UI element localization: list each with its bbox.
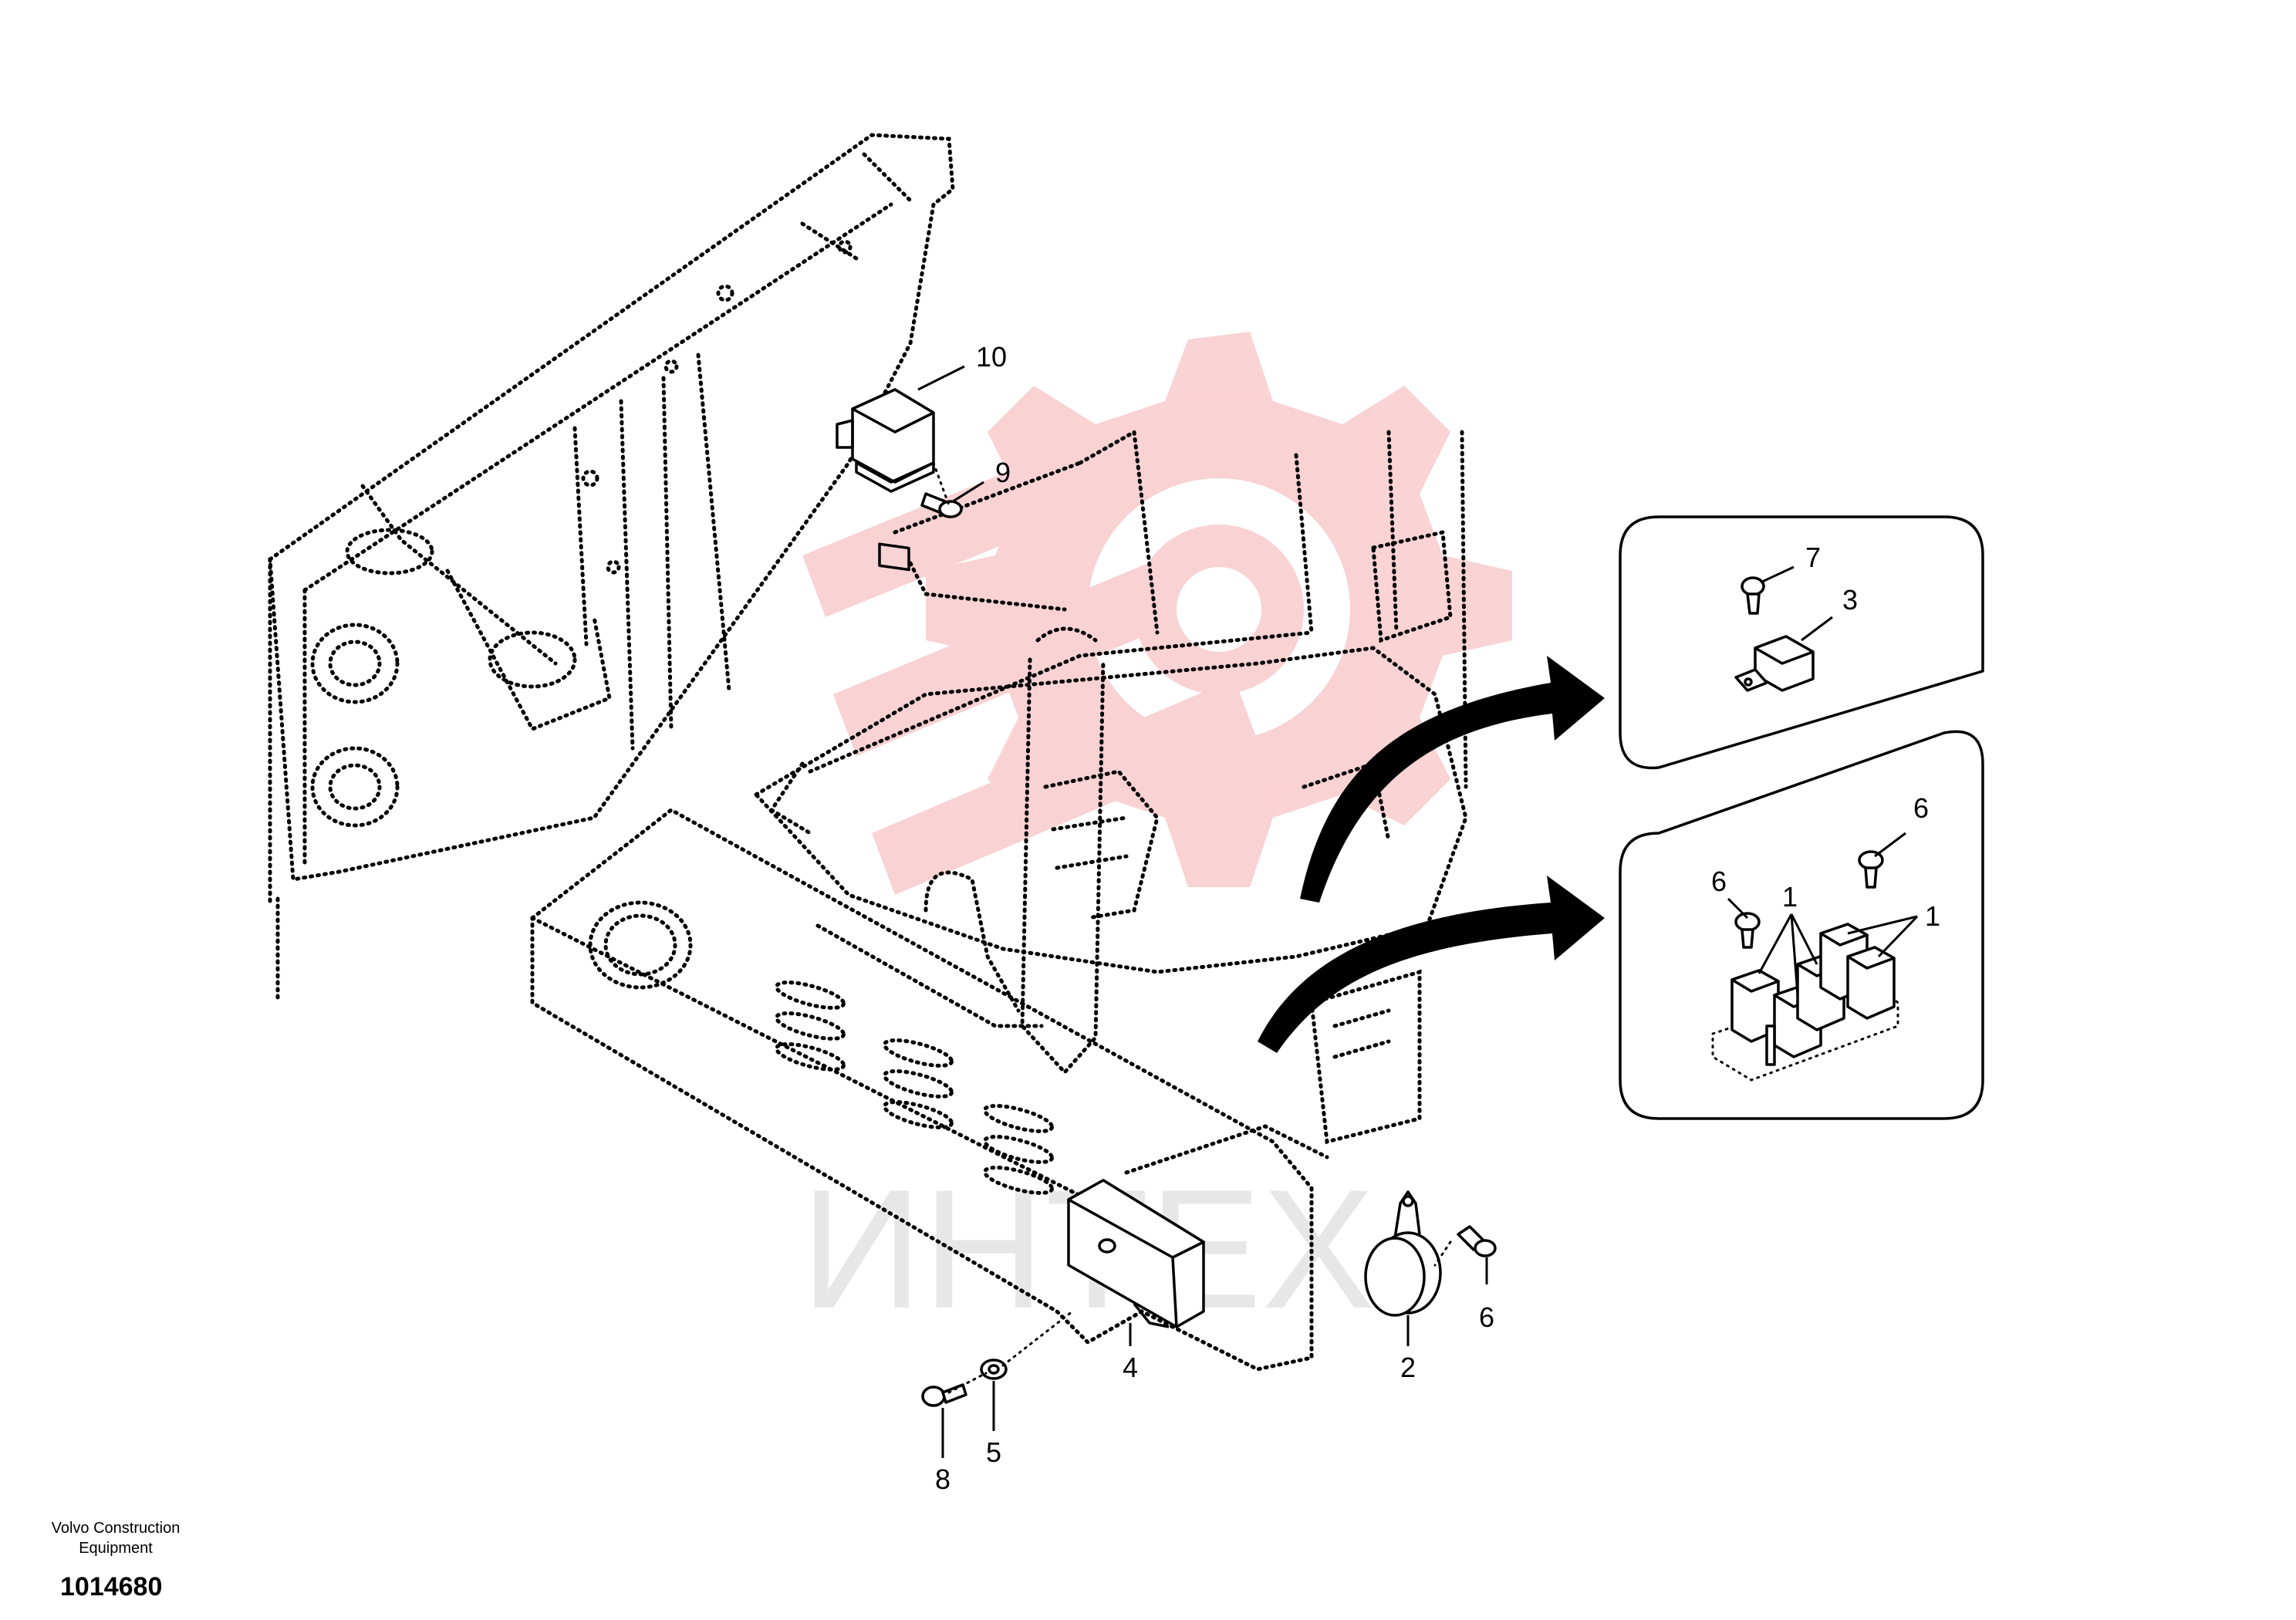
callout-2: 2 [1400,1352,1416,1383]
relay-block [1730,923,1896,1066]
callout-7: 7 [1805,542,1821,573]
company-name-line1: Volvo Construction [51,1520,181,1537]
control-unit-part-4 [1067,1179,1205,1328]
callout-3: 3 [1842,584,1858,616]
callout-10: 10 [976,341,1007,373]
callout-8: 8 [935,1463,950,1495]
footer-block: Volvo Construction Equipment 1014680 [31,1518,201,1602]
left-console-outline [268,133,955,1005]
callout-6-lower: 6 [1479,1301,1494,1333]
assembly-lines [932,461,1452,1394]
callout-1-left: 1 [1782,881,1798,913]
callout-6-detail-right: 6 [1913,792,1929,824]
leader-lines [917,365,1919,1458]
arrow-to-detail-top [1300,656,1605,903]
callout-numbers: 10 9 7 3 6 6 1 1 4 2 6 5 8 [935,341,1940,1495]
callout-9: 9 [995,457,1011,488]
watermark-gear-logo [802,332,1512,895]
detail-box-top [1619,515,1984,770]
callout-6-detail-left: 6 [1711,866,1727,897]
joystick-armrest-outline [753,428,1468,1145]
horn-part-2 [1364,1190,1442,1317]
company-name-line2: Equipment [79,1540,153,1557]
screw-part-6-lower [1457,1225,1497,1257]
arrow-to-detail-bottom [1258,876,1605,1053]
screw-part-8 [921,1383,967,1407]
screw-part-9 [920,492,963,518]
callout-4: 4 [1123,1352,1138,1383]
callout-1-right: 1 [1925,900,1940,932]
washer-part-5 [980,1358,1008,1380]
lower-panel-outline [530,808,1329,1372]
relay-part-10 [836,388,935,572]
drawing-number: 1014680 [60,1572,163,1601]
detail-box-bottom [1619,730,1984,1120]
callout-5: 5 [986,1436,1001,1468]
